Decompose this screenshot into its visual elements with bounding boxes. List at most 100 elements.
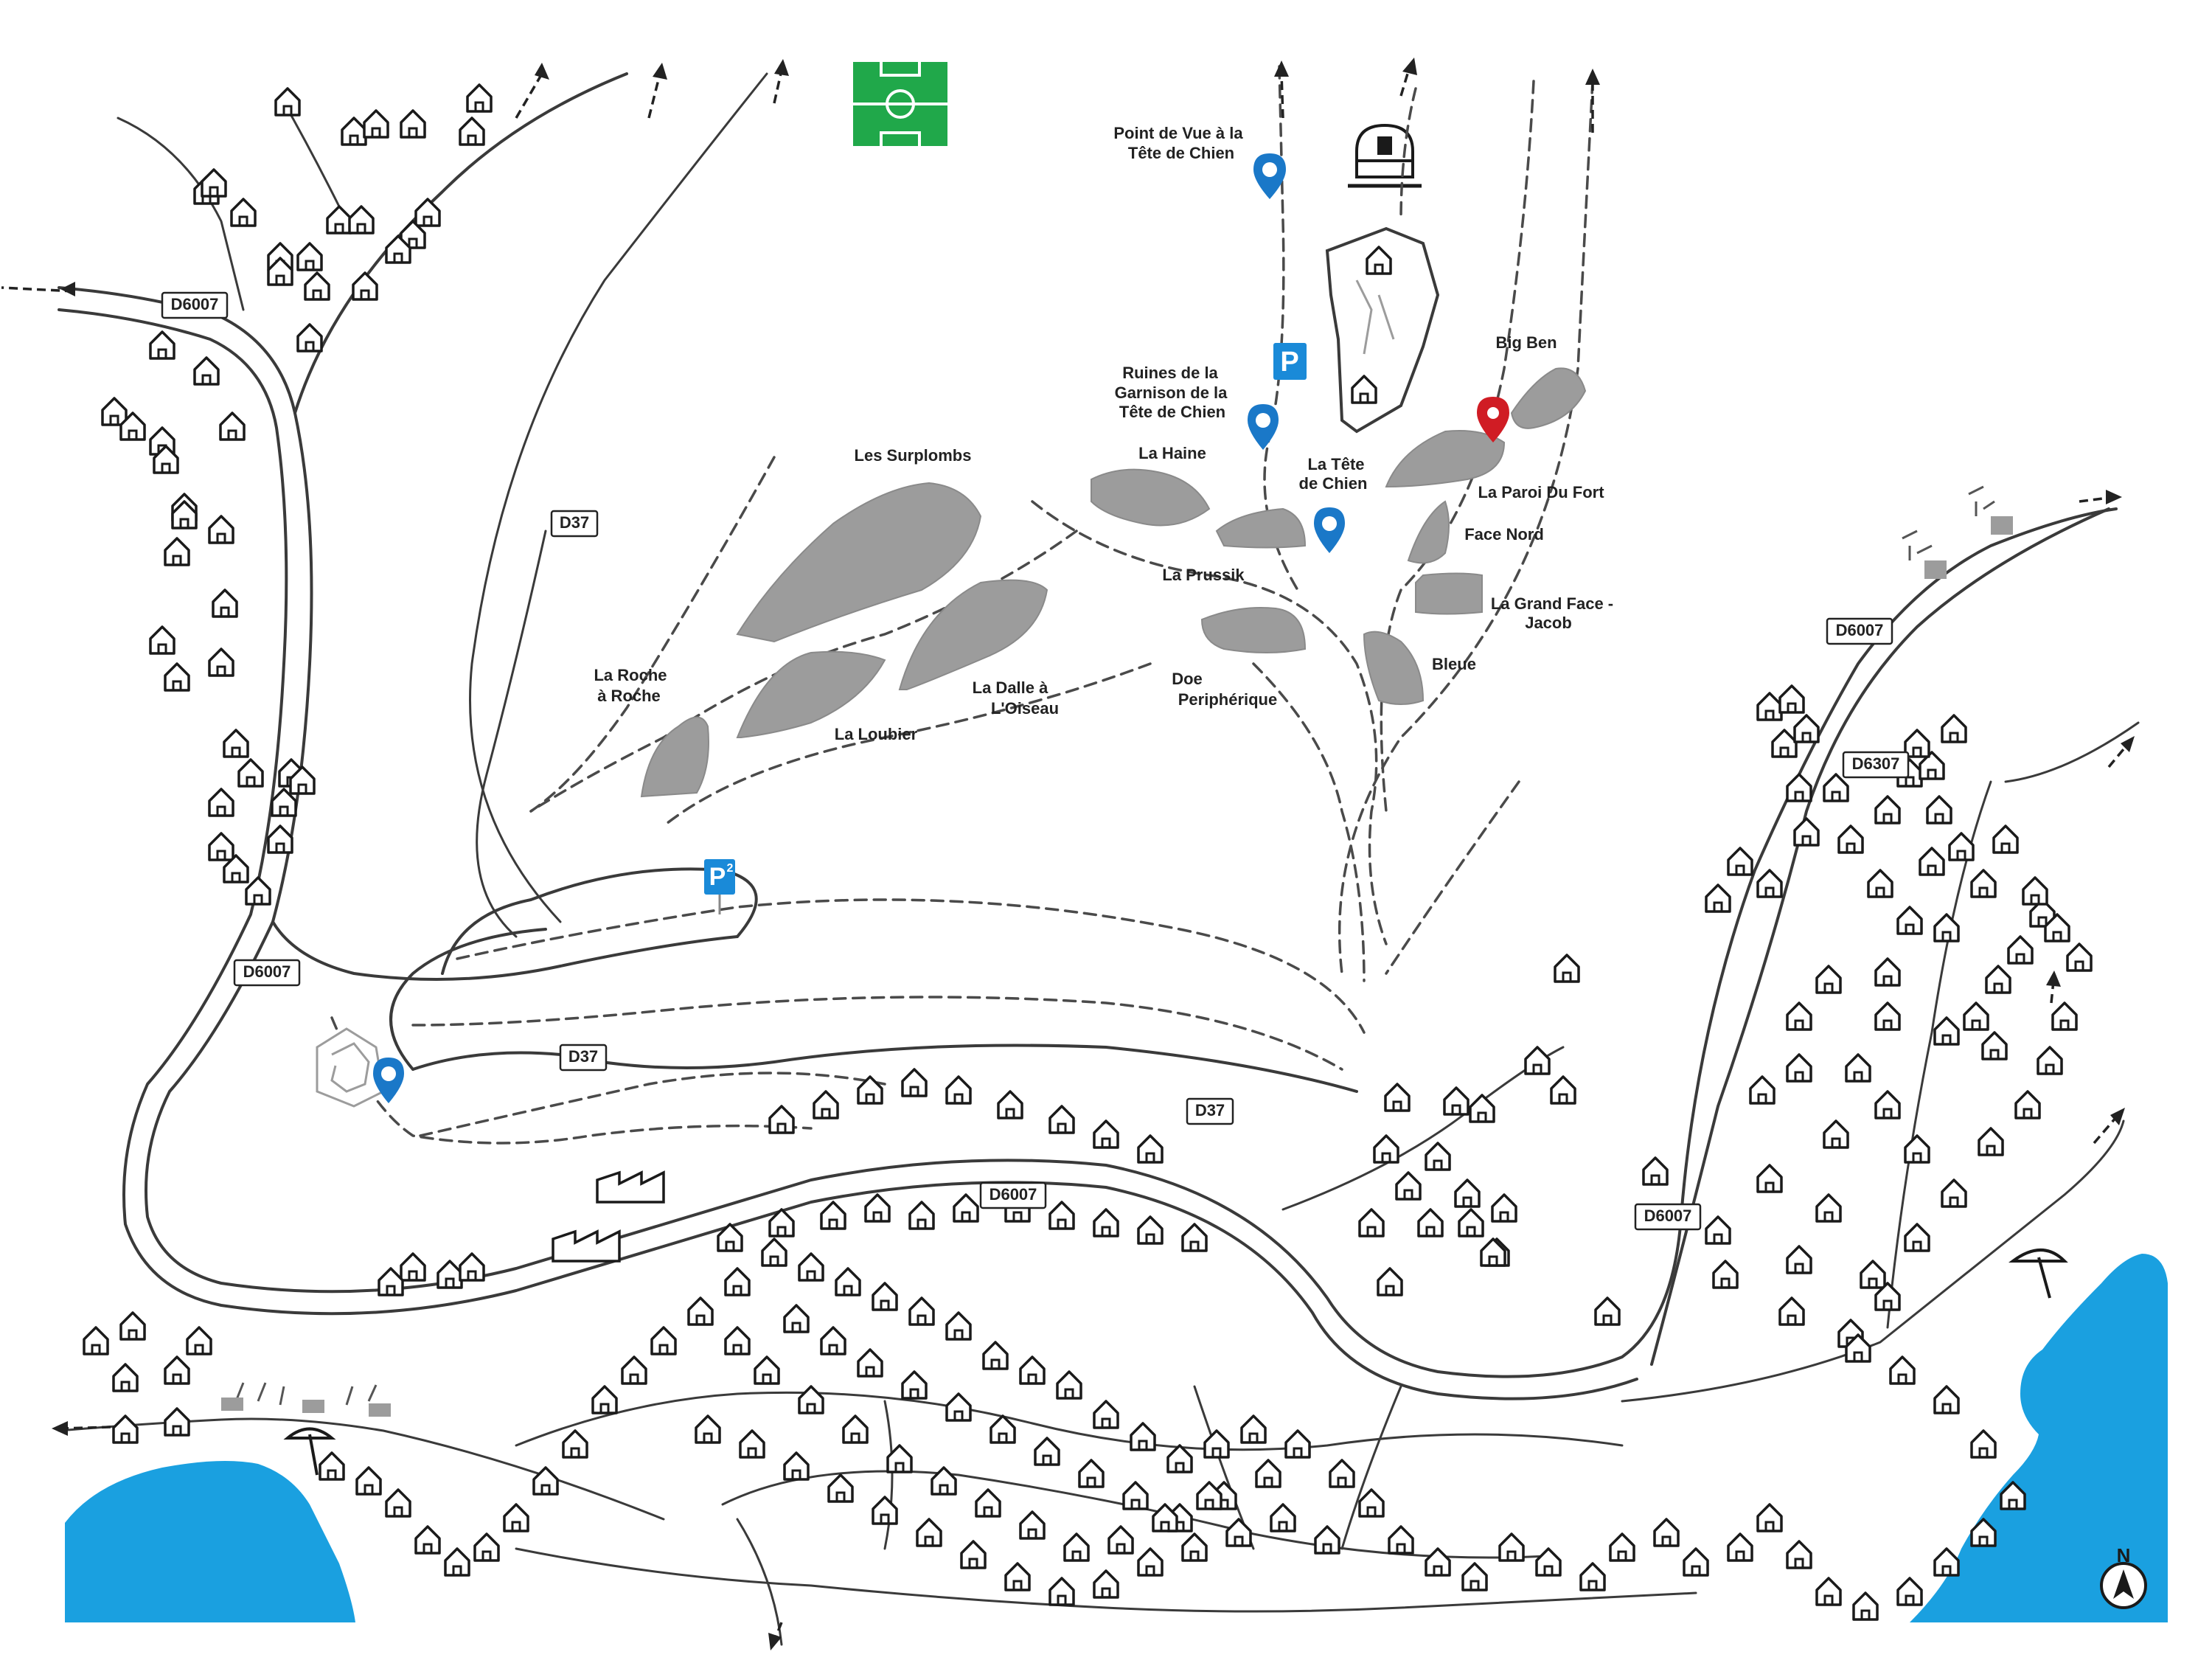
house-icon	[1896, 906, 1923, 935]
location-marker-icon[interactable]	[1477, 397, 1509, 442]
house-icon	[768, 1208, 795, 1237]
svg-text:D37: D37	[1195, 1101, 1225, 1119]
house-icon	[931, 1466, 957, 1496]
label-la-paroi-du-fort[interactable]: La Paroi Du Fort	[1478, 483, 1604, 501]
house-icon	[1373, 1134, 1399, 1164]
label-ruines-garnison-2[interactable]: Garnison de la	[1115, 383, 1228, 402]
house-icon	[1926, 795, 1952, 824]
camera-marker-icon[interactable]	[1253, 153, 1286, 199]
svg-text:P: P	[1280, 347, 1298, 378]
house-icon	[296, 242, 323, 271]
beach-umbrella-icon	[283, 1249, 2068, 1476]
house-icon	[1749, 1075, 1775, 1105]
label-bleue[interactable]: Bleue	[1432, 655, 1476, 673]
house-icon	[473, 1532, 500, 1562]
house-icon	[1889, 1355, 1916, 1385]
house-icon	[1786, 1540, 1812, 1569]
house-icon	[459, 1252, 485, 1282]
house-icon	[1786, 1001, 1812, 1031]
house-icon	[444, 1547, 470, 1577]
house-icon	[1815, 1193, 1842, 1223]
label-la-grand-face-jacob[interactable]: La Grand Face -	[1491, 594, 1613, 613]
house-icon	[532, 1466, 559, 1496]
parking-sign-1[interactable]: P	[1273, 343, 1307, 380]
label-les-surplombs[interactable]: Les Surplombs	[855, 446, 972, 465]
label-point-de-vue[interactable]: Point de Vue à la	[1113, 124, 1243, 142]
house-icon	[1063, 1532, 1090, 1562]
house-icon	[1941, 714, 1967, 743]
house-icon	[1793, 817, 1820, 847]
house-icon	[1786, 773, 1812, 802]
house-icon	[1933, 1547, 1960, 1577]
house-icon	[820, 1326, 846, 1355]
house-icon	[783, 1451, 810, 1481]
label-big-ben[interactable]: Big Ben	[1495, 333, 1557, 352]
house-icon	[466, 83, 493, 113]
house-icon	[208, 832, 234, 861]
svg-text:2: 2	[727, 862, 734, 875]
label-doe-peripherique-2[interactable]: Periphérique	[1178, 690, 1277, 709]
label-face-nord[interactable]: Face Nord	[1464, 525, 1544, 544]
house-icon	[2014, 1090, 2041, 1119]
label-ruines-garnison[interactable]: Ruines de la	[1122, 364, 1218, 382]
label-la-dalle-2[interactable]: L'Oiseau	[991, 699, 1059, 718]
svg-text:D6007: D6007	[1644, 1207, 1692, 1225]
house-icon	[621, 1355, 647, 1385]
label-la-loubier[interactable]: La Loubier	[835, 725, 918, 743]
house-icon	[953, 1193, 979, 1223]
house-icon	[164, 537, 190, 566]
house-icon	[267, 824, 293, 854]
label-la-roche-a-roche[interactable]: La Roche	[594, 666, 667, 684]
label-la-tete-de-chien-2[interactable]: de Chien	[1299, 474, 1368, 493]
label-point-de-vue-2[interactable]: Tête de Chien	[1128, 144, 1234, 162]
house-icon	[1963, 1001, 1989, 1031]
house-icon	[724, 1267, 751, 1296]
house-icon	[1048, 1105, 1075, 1134]
label-doe-peripherique[interactable]: Doe	[1172, 670, 1203, 688]
house-icon	[119, 1311, 146, 1341]
house-icon	[835, 1267, 861, 1296]
house-icon	[1314, 1525, 1340, 1555]
label-la-haine[interactable]: La Haine	[1138, 444, 1206, 462]
svg-text:D6007: D6007	[990, 1185, 1037, 1204]
label-ruines-garnison-3[interactable]: Tête de Chien	[1119, 403, 1225, 421]
label-la-prussik[interactable]: La Prussik	[1162, 566, 1245, 584]
house-icon	[1425, 1142, 1451, 1171]
house-icon	[119, 412, 146, 441]
house-icon	[997, 1090, 1023, 1119]
house-icon	[1941, 1178, 1967, 1208]
house-icon	[1970, 1429, 1997, 1459]
parking-sign-2[interactable]: P 2	[704, 859, 735, 914]
gate-blocks	[221, 516, 2013, 1417]
house-icon	[1491, 1193, 1517, 1223]
house-icon	[1225, 1518, 1252, 1547]
house-icon	[798, 1252, 824, 1282]
house-icon	[414, 1525, 441, 1555]
house-icon	[400, 1252, 426, 1282]
house-icon	[982, 1341, 1009, 1370]
label-la-tete-de-chien[interactable]: La Tête	[1307, 455, 1364, 473]
camera-marker-icon[interactable]	[1314, 507, 1345, 553]
house-icon	[842, 1414, 869, 1444]
house-icon	[1756, 1503, 1783, 1532]
label-la-roche-a-roche-2[interactable]: à Roche	[597, 687, 661, 705]
label-la-dalle[interactable]: La Dalle à	[973, 678, 1048, 697]
house-icon	[1137, 1547, 1164, 1577]
house-icon	[1896, 1577, 1923, 1606]
house-icon	[1469, 1094, 1495, 1123]
house-icon	[562, 1429, 588, 1459]
house-icon	[296, 323, 323, 353]
house-icon	[1919, 847, 1945, 876]
camera-marker-icon[interactable]	[1248, 404, 1279, 450]
camera-marker-icon[interactable]	[373, 1058, 404, 1103]
svg-text:D6307: D6307	[1852, 754, 1900, 773]
house-icon	[960, 1540, 987, 1569]
house-icon	[916, 1518, 942, 1547]
observatory-icon	[1348, 123, 1422, 188]
house-icon	[2022, 876, 2048, 906]
road-label-d37-mid: D37	[559, 1044, 608, 1072]
house-icon	[1919, 751, 1945, 780]
house-icon	[1904, 729, 1930, 758]
label-la-grand-face-jacob-2[interactable]: Jacob	[1525, 614, 1572, 632]
